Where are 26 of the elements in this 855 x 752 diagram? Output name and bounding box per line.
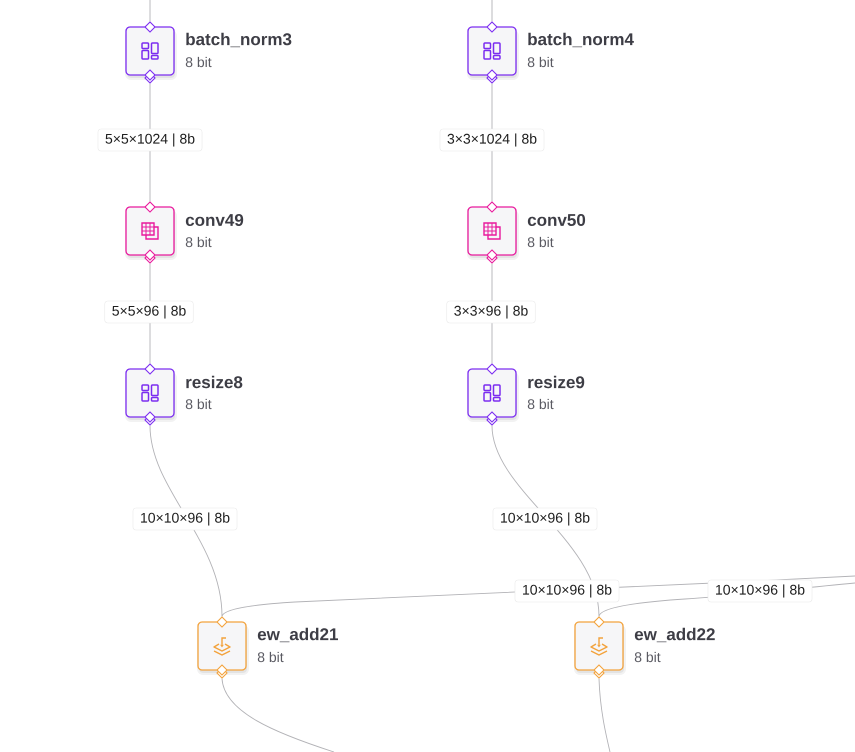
edge-label: 3×3×96 | 8b: [446, 300, 536, 324]
node-subtitle: 8 bit: [528, 398, 554, 410]
edge-label: 5×5×1024 | 8b: [98, 128, 202, 152]
node-title: ew_add21: [258, 628, 338, 642]
node-subtitle: 8 bit: [634, 652, 661, 662]
connector-line: [222, 678, 334, 752]
node-title: ew_add22: [634, 628, 715, 642]
edge-label: 10×10×96 | 8b: [708, 580, 812, 602]
node-title: batch_norm4: [528, 32, 634, 48]
connector-line: [598, 678, 610, 752]
node-subtitle: 8 bit: [186, 236, 212, 248]
node-subtitle: 8 bit: [186, 398, 212, 410]
edge-label: 5×5×96 | 8b: [104, 300, 194, 324]
node-subtitle: 8 bit: [528, 56, 554, 68]
node-subtitle: 8 bit: [258, 652, 284, 662]
node-title: conv50: [528, 214, 586, 226]
node-title: batch_norm3: [186, 32, 292, 48]
edge-label: 3×3×1024 | 8b: [440, 128, 544, 152]
node-title: resize8: [186, 376, 242, 388]
edge-label: 10×10×96 | 8b: [514, 580, 620, 602]
node-subtitle: 8 bit: [528, 236, 554, 248]
edge-label: 10×10×96 | 8b: [132, 508, 238, 530]
node-title: conv49: [186, 214, 244, 226]
edge-label: 10×10×96 | 8b: [492, 508, 598, 530]
node-title: resize9: [528, 376, 584, 388]
node-subtitle: 8 bit: [186, 56, 212, 68]
